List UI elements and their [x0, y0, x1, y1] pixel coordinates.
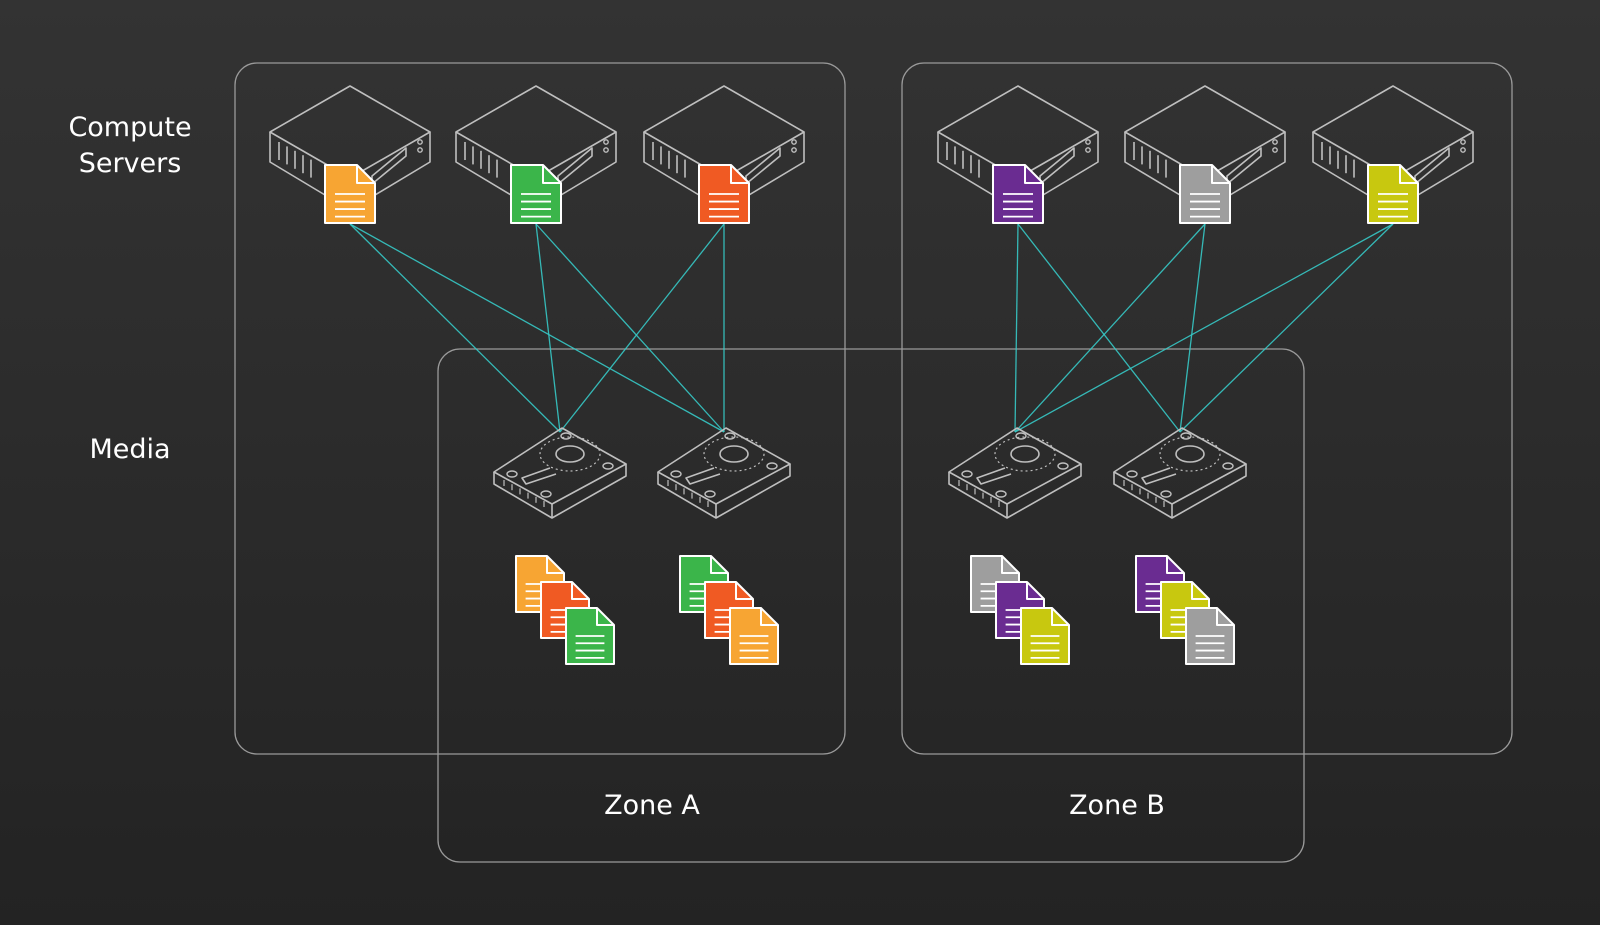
media-zone-box: [437, 348, 1305, 863]
media-drives: [493, 427, 1247, 519]
compute-servers: [269, 85, 1474, 224]
stacked-file-icon: [1020, 607, 1070, 665]
connection-lines: [349, 223, 1394, 433]
connection-s5-d4: [1179, 223, 1206, 433]
compute-label-line1: Compute: [68, 112, 192, 143]
compute-zone-b-box: [901, 62, 1513, 755]
zone-a-label: Zone A: [604, 790, 700, 821]
media-label: Media: [20, 432, 240, 468]
connection-s2-d1: [535, 223, 561, 433]
server-file-icon: [698, 164, 750, 224]
compute-servers-label: Compute Servers: [20, 110, 240, 182]
server-s6: [1312, 85, 1474, 224]
compute-zone-a-box: [234, 62, 846, 755]
file-stack-d2: [679, 555, 779, 665]
connection-s6-d4: [1179, 223, 1394, 433]
file-stack-d4: [1135, 555, 1235, 665]
file-stack-d3: [970, 555, 1070, 665]
media-label-text: Media: [89, 434, 171, 465]
connection-s4-d4: [1017, 223, 1181, 433]
compute-label-line2: Servers: [78, 148, 182, 179]
connection-s5-d3: [1014, 223, 1206, 433]
server-file-icon: [510, 164, 562, 224]
connection-s1-d2: [349, 223, 725, 433]
zone-boxes: [234, 62, 1513, 863]
zone-b-label: Zone B: [1069, 790, 1165, 821]
connection-s3-d1: [559, 223, 725, 433]
connection-s4-d3: [1014, 223, 1019, 433]
stored-file-stacks: [515, 555, 1235, 665]
server-s5: [1124, 85, 1286, 224]
server-file-icon: [1367, 164, 1419, 224]
server-file-icon: [992, 164, 1044, 224]
connection-s1-d1: [349, 223, 561, 433]
hard-drive-d1: [493, 427, 627, 519]
hard-drive-d2: [657, 427, 791, 519]
server-file-icon: [1179, 164, 1231, 224]
stacked-file-icon: [565, 607, 615, 665]
stacked-file-icon: [1185, 607, 1235, 665]
connection-s6-d3: [1014, 223, 1394, 433]
server-s3: [643, 85, 805, 224]
file-stack-d1: [515, 555, 615, 665]
server-s1: [269, 85, 431, 224]
hard-drive-d3: [948, 427, 1082, 519]
connection-s2-d2: [535, 223, 725, 433]
server-file-icon: [324, 164, 376, 224]
server-s2: [455, 85, 617, 224]
server-s4: [937, 85, 1099, 224]
stacked-file-icon: [729, 607, 779, 665]
hard-drive-d4: [1113, 427, 1247, 519]
